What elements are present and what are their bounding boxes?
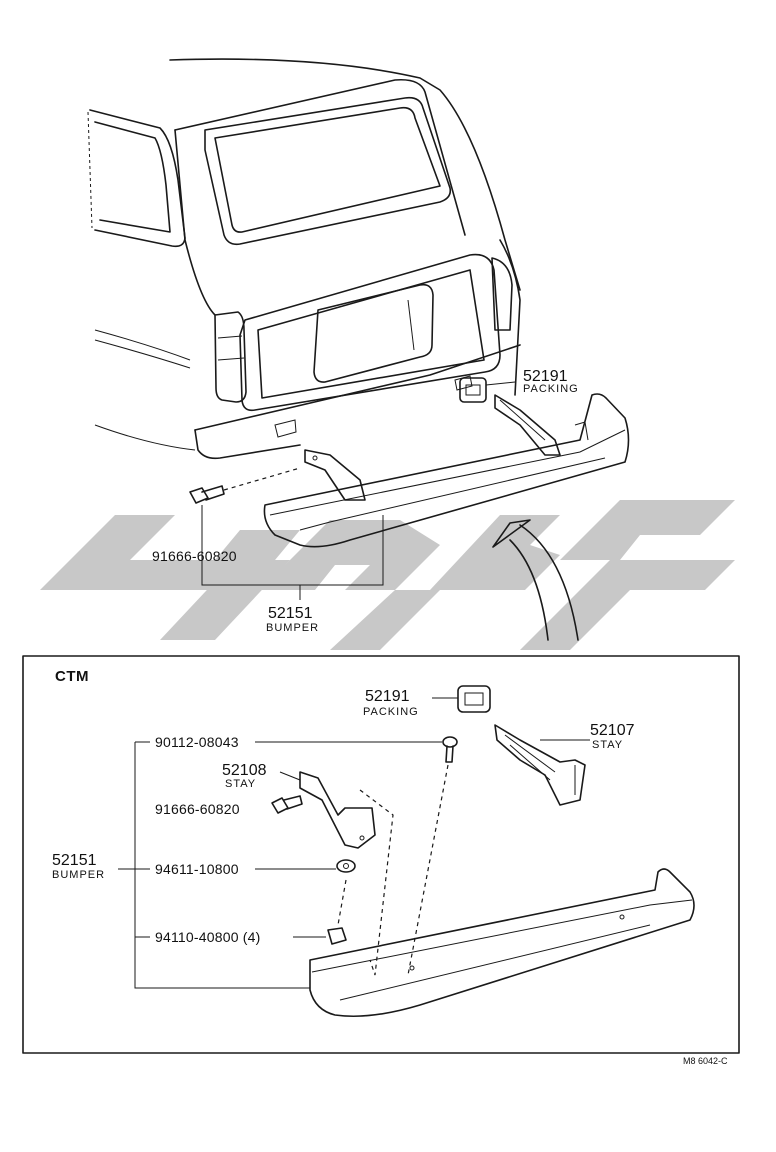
top-bolt-part bbox=[189, 467, 301, 504]
top-bumper-name: BUMPER bbox=[266, 622, 320, 634]
ctm-nut-number: 94110-40800 (4) bbox=[155, 929, 261, 945]
ctm-stay-left-number: 52108 bbox=[222, 762, 267, 779]
ctm-nut-part bbox=[293, 879, 347, 945]
ctm-packing-number: 52191 bbox=[365, 688, 410, 705]
ctm-bumper-number: 52151 bbox=[52, 852, 97, 869]
ctm-title: CTM bbox=[55, 668, 89, 685]
top-stays bbox=[304, 394, 561, 501]
ctm-bolt-part bbox=[271, 795, 303, 814]
top-packing-part bbox=[459, 377, 516, 403]
ctm-stay-left-part bbox=[279, 771, 376, 849]
ctm-packing-name: PACKING bbox=[363, 706, 419, 718]
ctm-bumper-name: BUMPER bbox=[52, 869, 106, 881]
ctm-stay-right-part bbox=[494, 724, 590, 806]
ctm-packing-part bbox=[432, 685, 491, 713]
top-packing-number: 52191 bbox=[523, 368, 568, 385]
top-leader-lines bbox=[201, 505, 384, 600]
ctm-stay-left-name: STAY bbox=[225, 778, 257, 790]
ctm-bumper-bracket bbox=[118, 742, 310, 989]
top-bumper-number: 52151 bbox=[268, 605, 313, 622]
car-body bbox=[87, 58, 521, 460]
top-packing-name: PACKING bbox=[523, 383, 579, 395]
ctm-stay-right-number: 52107 bbox=[590, 722, 635, 739]
ctm-frame bbox=[22, 655, 740, 1054]
direction-arrow bbox=[492, 519, 579, 641]
ctm-bolt-number: 91666-60820 bbox=[155, 801, 240, 817]
ctm-washer-part bbox=[255, 859, 356, 873]
ctm-screw-part bbox=[255, 736, 458, 976]
ctm-stay-right-name: STAY bbox=[592, 739, 624, 751]
ctm-assembly-guide bbox=[359, 789, 394, 976]
top-bumper-part bbox=[263, 393, 630, 548]
top-bolt-number: 91666-60820 bbox=[152, 548, 237, 564]
ctm-screw-number: 90112-08043 bbox=[155, 734, 239, 750]
drawing-code: M8 6042-C bbox=[683, 1056, 728, 1066]
ctm-washer-number: 94611-10800 bbox=[155, 861, 239, 877]
ctm-bumper-part bbox=[309, 868, 695, 1017]
